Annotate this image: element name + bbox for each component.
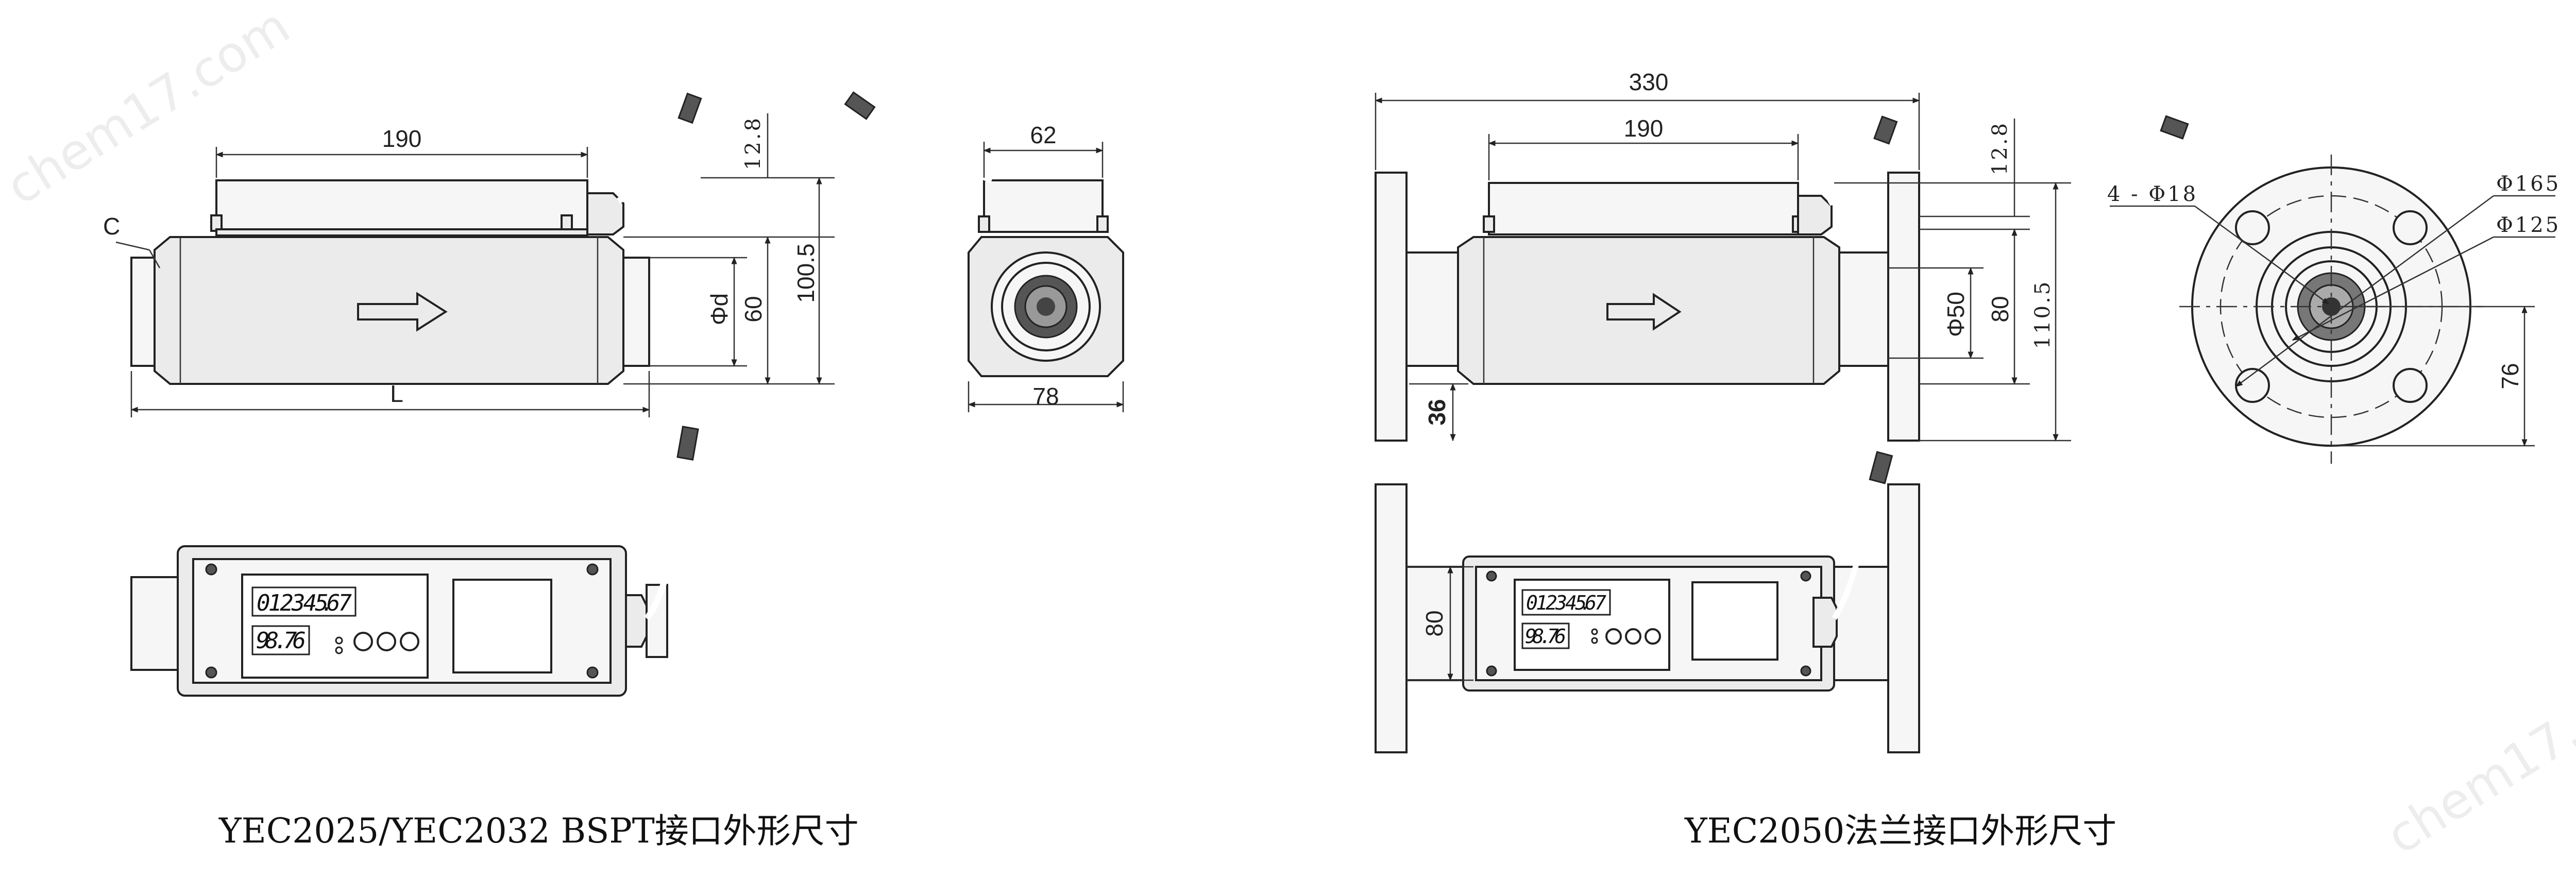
lcd-total-right: 0 1 2 3 4 5.6 7	[1526, 592, 1606, 614]
left-end-view	[844, 91, 1124, 377]
right-flange-view	[2160, 115, 2483, 464]
right-front-view	[1375, 115, 1920, 442]
left-front-dimensions: 190 12.8 100.5 60 Φd L C	[103, 113, 835, 417]
left-front-view	[130, 92, 702, 385]
dim-80-top: 80	[1421, 610, 1448, 636]
dim-12-8-right: 12.8	[1988, 121, 2012, 175]
dim-62: 62	[1030, 122, 1056, 148]
dim-phi-d: Φd	[706, 293, 733, 325]
dim-330: 330	[1629, 69, 1669, 95]
right-flange-dimensions: 4 - Φ18 Φ165 Φ125 76	[2107, 172, 2561, 447]
caption-left: YEC2025/YEC2032 BSPT接口外形尺寸	[218, 811, 859, 851]
dim-110-5: 110.5	[2031, 280, 2055, 349]
dim-holes: 4 - Φ18	[2107, 182, 2198, 206]
watermark-bottom-right: chem17.com	[2377, 646, 2576, 866]
dim-chamfer-C: C	[103, 213, 120, 240]
lcd-total-left: 0 1 2 3 4 5.6 7	[257, 590, 352, 616]
dim-76: 76	[2497, 363, 2523, 389]
lcd-rate-left: 98.76	[256, 628, 306, 654]
dim-phi-165: Φ165	[2496, 172, 2561, 196]
right-top-dimensions: 80	[1406, 566, 1473, 681]
dim-phi-50: Φ50	[1942, 292, 1969, 337]
dim-190-right: 190	[1624, 115, 1664, 142]
left-top-view: 0 1 2 3 4 5.6 7 98.76	[130, 426, 699, 697]
dim-190-left: 190	[382, 125, 422, 152]
dim-100-5-left: 100.5	[792, 243, 819, 302]
dim-80-right: 80	[1987, 296, 2013, 322]
left-end-dimensions: 62 78	[968, 122, 1124, 412]
dim-36: 36	[1423, 399, 1450, 425]
lcd-rate-right: 98.76	[1525, 625, 1566, 648]
dim-phi-125: Φ125	[2496, 213, 2561, 237]
dim-L: L	[390, 380, 403, 407]
caption-right: YEC2050法兰接口外形尺寸	[1684, 811, 2116, 851]
dim-12-8-left: 12.8	[741, 116, 765, 170]
dim-78: 78	[1032, 383, 1059, 410]
right-front-dimensions: 330 190 12.8 Φ50 80 110.5 36	[1375, 69, 2071, 442]
dim-60-left: 60	[740, 296, 767, 322]
right-top-view: 0 1 2 3 4 5.6 7 98.76	[1375, 451, 1920, 753]
